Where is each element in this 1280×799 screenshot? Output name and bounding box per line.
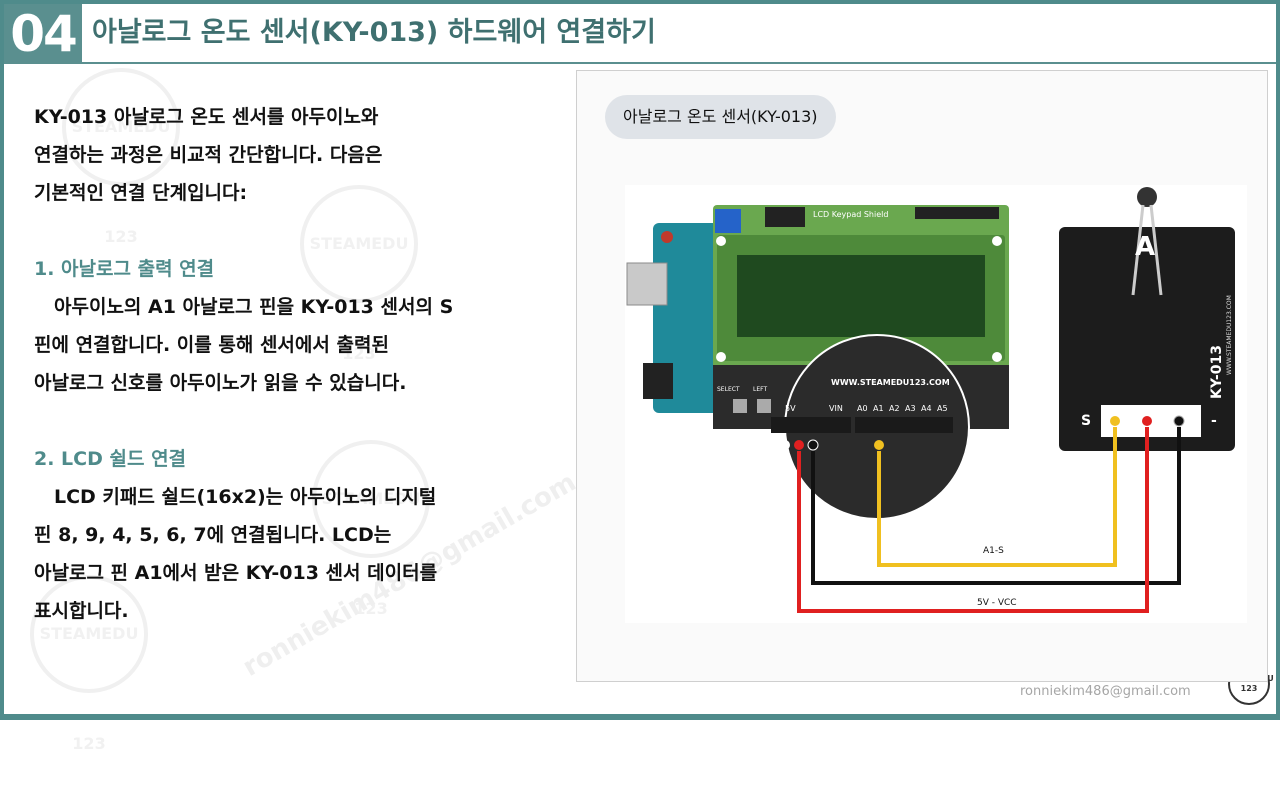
wiring-diagram-svg: LCD Keypad Shield SELECT LEFT WWW.STEAME…	[626, 187, 1235, 613]
content-text: KY-013 아날로그 온도 센서를 아두이노와 연결하는 과정은 비교적 간단…	[34, 98, 554, 630]
footer-email: ronniekim486@gmail.com	[1020, 684, 1191, 699]
intro-line: 기본적인 연결 단계입니다:	[34, 182, 248, 204]
pin-icon	[780, 440, 790, 450]
section-line: 아날로그 핀 A1에서 받은 KY-013 센서 데이터를	[34, 562, 438, 584]
power-jack	[643, 363, 673, 399]
section-body-analog: 아두이노의 A1 아날로그 핀을 KY-013 센서의 S 핀에 연결합니다. …	[34, 288, 554, 402]
thermistor-leg	[1149, 204, 1163, 296]
mount-hole-icon	[992, 352, 1002, 362]
wire-vcc	[797, 427, 1149, 613]
analog-pin-label: A0	[857, 404, 868, 413]
wire-signal-label: A1-S	[983, 546, 1004, 556]
section-line: 아날로그 신호를 아두이노가 읽을 수 있습니다.	[34, 372, 407, 394]
watermark-logo: STEAMEDU 123	[62, 68, 180, 246]
potentiometer-icon	[715, 209, 741, 233]
intro-line: 연결하는 과정은 비교적 간단합니다. 다음은	[34, 144, 383, 166]
pin-5v-icon	[794, 440, 804, 450]
sensor-label: 아날로그 온도 센서(KY-013)	[605, 95, 836, 139]
power-header	[771, 417, 851, 433]
lcd-screen	[737, 255, 985, 337]
sensor-site-label: WWW.STEAMEDU123.COM	[1226, 295, 1233, 375]
wiring-diagram: LCD Keypad Shield SELECT LEFT WWW.STEAME…	[625, 185, 1247, 623]
analog-pin-label: A2	[889, 404, 900, 413]
power-pin-label: 5V	[785, 404, 796, 413]
mount-hole-icon	[992, 236, 1002, 246]
analog-pin-label: A1	[873, 404, 884, 413]
sensor-model-label: KY-013	[1209, 345, 1225, 399]
watermark-logo: STEAMEDU 123	[300, 185, 418, 363]
sensor-pin-minus-label: -	[1211, 413, 1217, 429]
sensor-pin-s-icon	[1110, 416, 1120, 426]
sensor-pin-s-label: S	[1081, 413, 1091, 429]
button-label: SELECT	[717, 386, 740, 393]
frame-left	[0, 0, 4, 720]
frame-right	[1276, 0, 1280, 720]
sensor-pin-gnd-icon	[1173, 415, 1185, 427]
analog-pin-label: A4	[921, 404, 932, 413]
power-pin-label: VIN	[829, 404, 843, 413]
pin-gnd-icon	[807, 439, 819, 451]
watermark-logo: STEAMEDU 123	[312, 440, 430, 618]
section-line: 표시합니다.	[34, 600, 129, 622]
section-body-lcd: LCD 키패드 쉴드(16x2)는 아두이노의 디지털 핀 8, 9, 4, 5…	[34, 478, 554, 630]
analog-header	[855, 417, 953, 433]
shield-label: LCD Keypad Shield	[813, 210, 888, 219]
wire-signal	[877, 427, 1117, 567]
mount-hole-icon	[716, 236, 726, 246]
reset-button-icon	[661, 231, 673, 243]
pin-a1-icon	[874, 440, 884, 450]
mount-hole-icon	[716, 352, 726, 362]
header-pins	[765, 207, 805, 227]
sensor-pin-vcc-icon	[1142, 416, 1152, 426]
page-title: 아날로그 온도 센서(KY-013) 하드웨어 연결하기	[92, 17, 656, 48]
button-label: LEFT	[753, 386, 767, 393]
analog-pin-label: A3	[905, 404, 916, 413]
sensor-letter: A	[1135, 232, 1155, 262]
slide-number: 04	[4, 4, 82, 64]
diagram-panel: 아날로그 온도 센서(KY-013) LCD Keypad Shield SEL…	[576, 70, 1268, 682]
intro: KY-013 아날로그 온도 센서를 아두이노와 연결하는 과정은 비교적 간단…	[34, 98, 554, 212]
thermistor-leg	[1131, 204, 1145, 296]
frame-top	[0, 0, 1280, 4]
ky013-board	[1059, 227, 1235, 451]
intro-line: KY-013 아날로그 온도 센서를 아두이노와	[34, 106, 379, 128]
section-heading-lcd: 2. LCD 쉴드 연결	[34, 448, 187, 470]
title-bar: 아날로그 온도 센서(KY-013) 하드웨어 연결하기	[82, 4, 1276, 64]
wire-power-label: 5V - VCC	[977, 598, 1017, 608]
section-line: 아두이노의 A1 아날로그 핀을 KY-013 센서의 S	[54, 296, 454, 318]
thermistor-icon	[1137, 187, 1157, 207]
keypad-button-icon	[757, 399, 771, 413]
keypad-button-icon	[733, 399, 747, 413]
section-line: 핀에 연결합니다. 이를 통해 센서에서 출력된	[34, 334, 389, 356]
wire-gnd	[811, 427, 1181, 585]
section-heading-analog: 1. 아날로그 출력 연결	[34, 258, 215, 280]
usb-port	[626, 262, 668, 306]
section-line: LCD 키패드 쉴드(16x2)는 아두이노의 디지털	[54, 486, 437, 508]
frame-bottom	[0, 714, 1280, 720]
analog-pin-label: A5	[937, 404, 948, 413]
site-label: WWW.STEAMEDU123.COM	[831, 378, 950, 387]
section-line: 핀 8, 9, 4, 5, 6, 7에 연결됩니다. LCD는	[34, 524, 392, 546]
header-pins	[915, 207, 999, 219]
